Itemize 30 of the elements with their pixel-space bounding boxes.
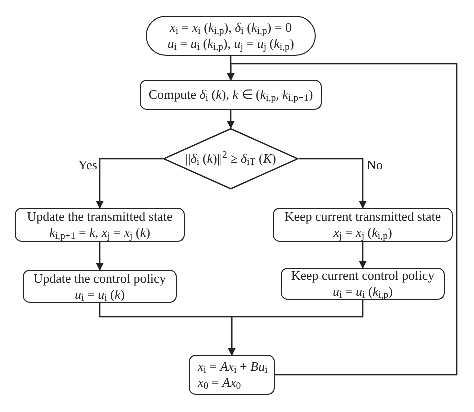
node-text: Keep current transmitted state — [284, 209, 442, 225]
process-box — [15, 208, 185, 242]
node-text: u$_{i}$ = u$_{i}$ (k$_{i,p}$), u$_{j}$ = u$_{j}$ (k$_{i,p}$) — [168, 36, 294, 52]
arrow — [227, 63, 458, 376]
node-text: u$_{i}$ = u$_{i}$ (k) — [75, 286, 125, 302]
arrow — [359, 242, 367, 269]
arrow — [299, 158, 367, 209]
node-text: k$_{i,p+1}$ = k, x$_{j}$ = x$_{j}$ (k) — [50, 225, 150, 241]
arrow — [96, 242, 104, 271]
node-text: x$_{j}$ = x$_{j}$ (k$_{i,p}$) — [334, 225, 392, 241]
process-box — [273, 208, 453, 242]
edge-label: Yes — [76, 158, 100, 172]
node-text: x$_{0}$ = Ax$_{0}$ — [198, 375, 242, 391]
node-text: Update the control policy — [34, 270, 166, 286]
process-box — [23, 270, 177, 303]
arrow — [227, 110, 235, 129]
process-box — [189, 355, 275, 395]
process-box — [281, 268, 445, 300]
arrow — [96, 158, 163, 209]
edge-label: No — [365, 158, 385, 172]
node-text: x$_{i}$ = x$_{i}$ (k$_{i,p}$), δ$_{i}$ (k$_{i,p}$) = 0 — [170, 20, 292, 36]
arrow — [228, 300, 364, 356]
process-box — [140, 80, 322, 110]
node-text: Update the transmitted state — [27, 209, 173, 225]
node-text: Keep current control policy — [291, 268, 435, 284]
node-text: x$_{i}$ = Ax$_{i}$ + Bu$_{i}$ — [198, 359, 268, 375]
node-text: Compute δ$_{i}$ (k), k ∈ (k$_{i,p}$, k$_{i,p+1}$) — [148, 87, 314, 103]
decision-diamond — [163, 128, 299, 190]
start-terminal — [146, 16, 316, 56]
node-text: ||δ$_{i}$ (k)||$^{2}$ ≥ δ$_{iT}$ (K) — [186, 151, 276, 167]
